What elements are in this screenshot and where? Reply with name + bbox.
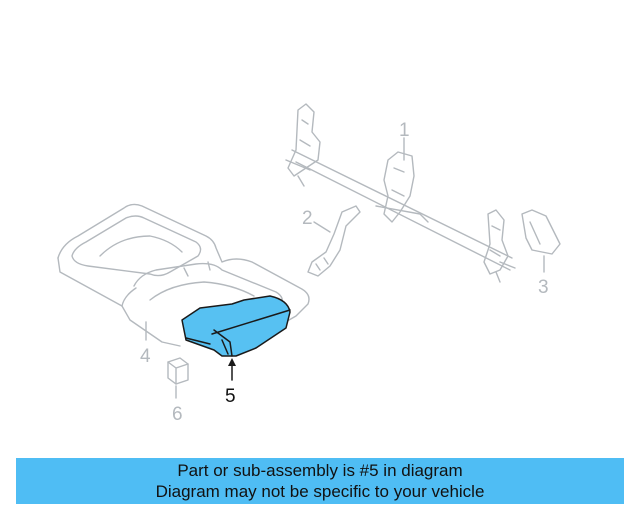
side-bracket-part-2 <box>307 205 361 277</box>
clip-part-6 <box>167 357 189 399</box>
callout-3: 3 <box>538 277 549 298</box>
callout-6: 6 <box>172 404 183 425</box>
callout-2: 2 <box>302 208 313 229</box>
diagram-caption-banner: Part or sub-assembly is #5 in diagram Di… <box>16 458 624 504</box>
cover-part-3 <box>521 209 561 273</box>
caption-line-1: Part or sub-assembly is #5 in diagram <box>177 461 463 480</box>
caption-line-2: Diagram may not be specific to your vehi… <box>155 482 485 501</box>
callout-5: 5 <box>225 386 236 407</box>
highlighted-pad-part-5 <box>181 295 291 381</box>
seat-cushion-part-4 <box>57 203 310 347</box>
callout-4: 4 <box>140 346 151 367</box>
callout-1: 1 <box>399 120 410 141</box>
seat-frame-part-1 <box>285 103 516 283</box>
